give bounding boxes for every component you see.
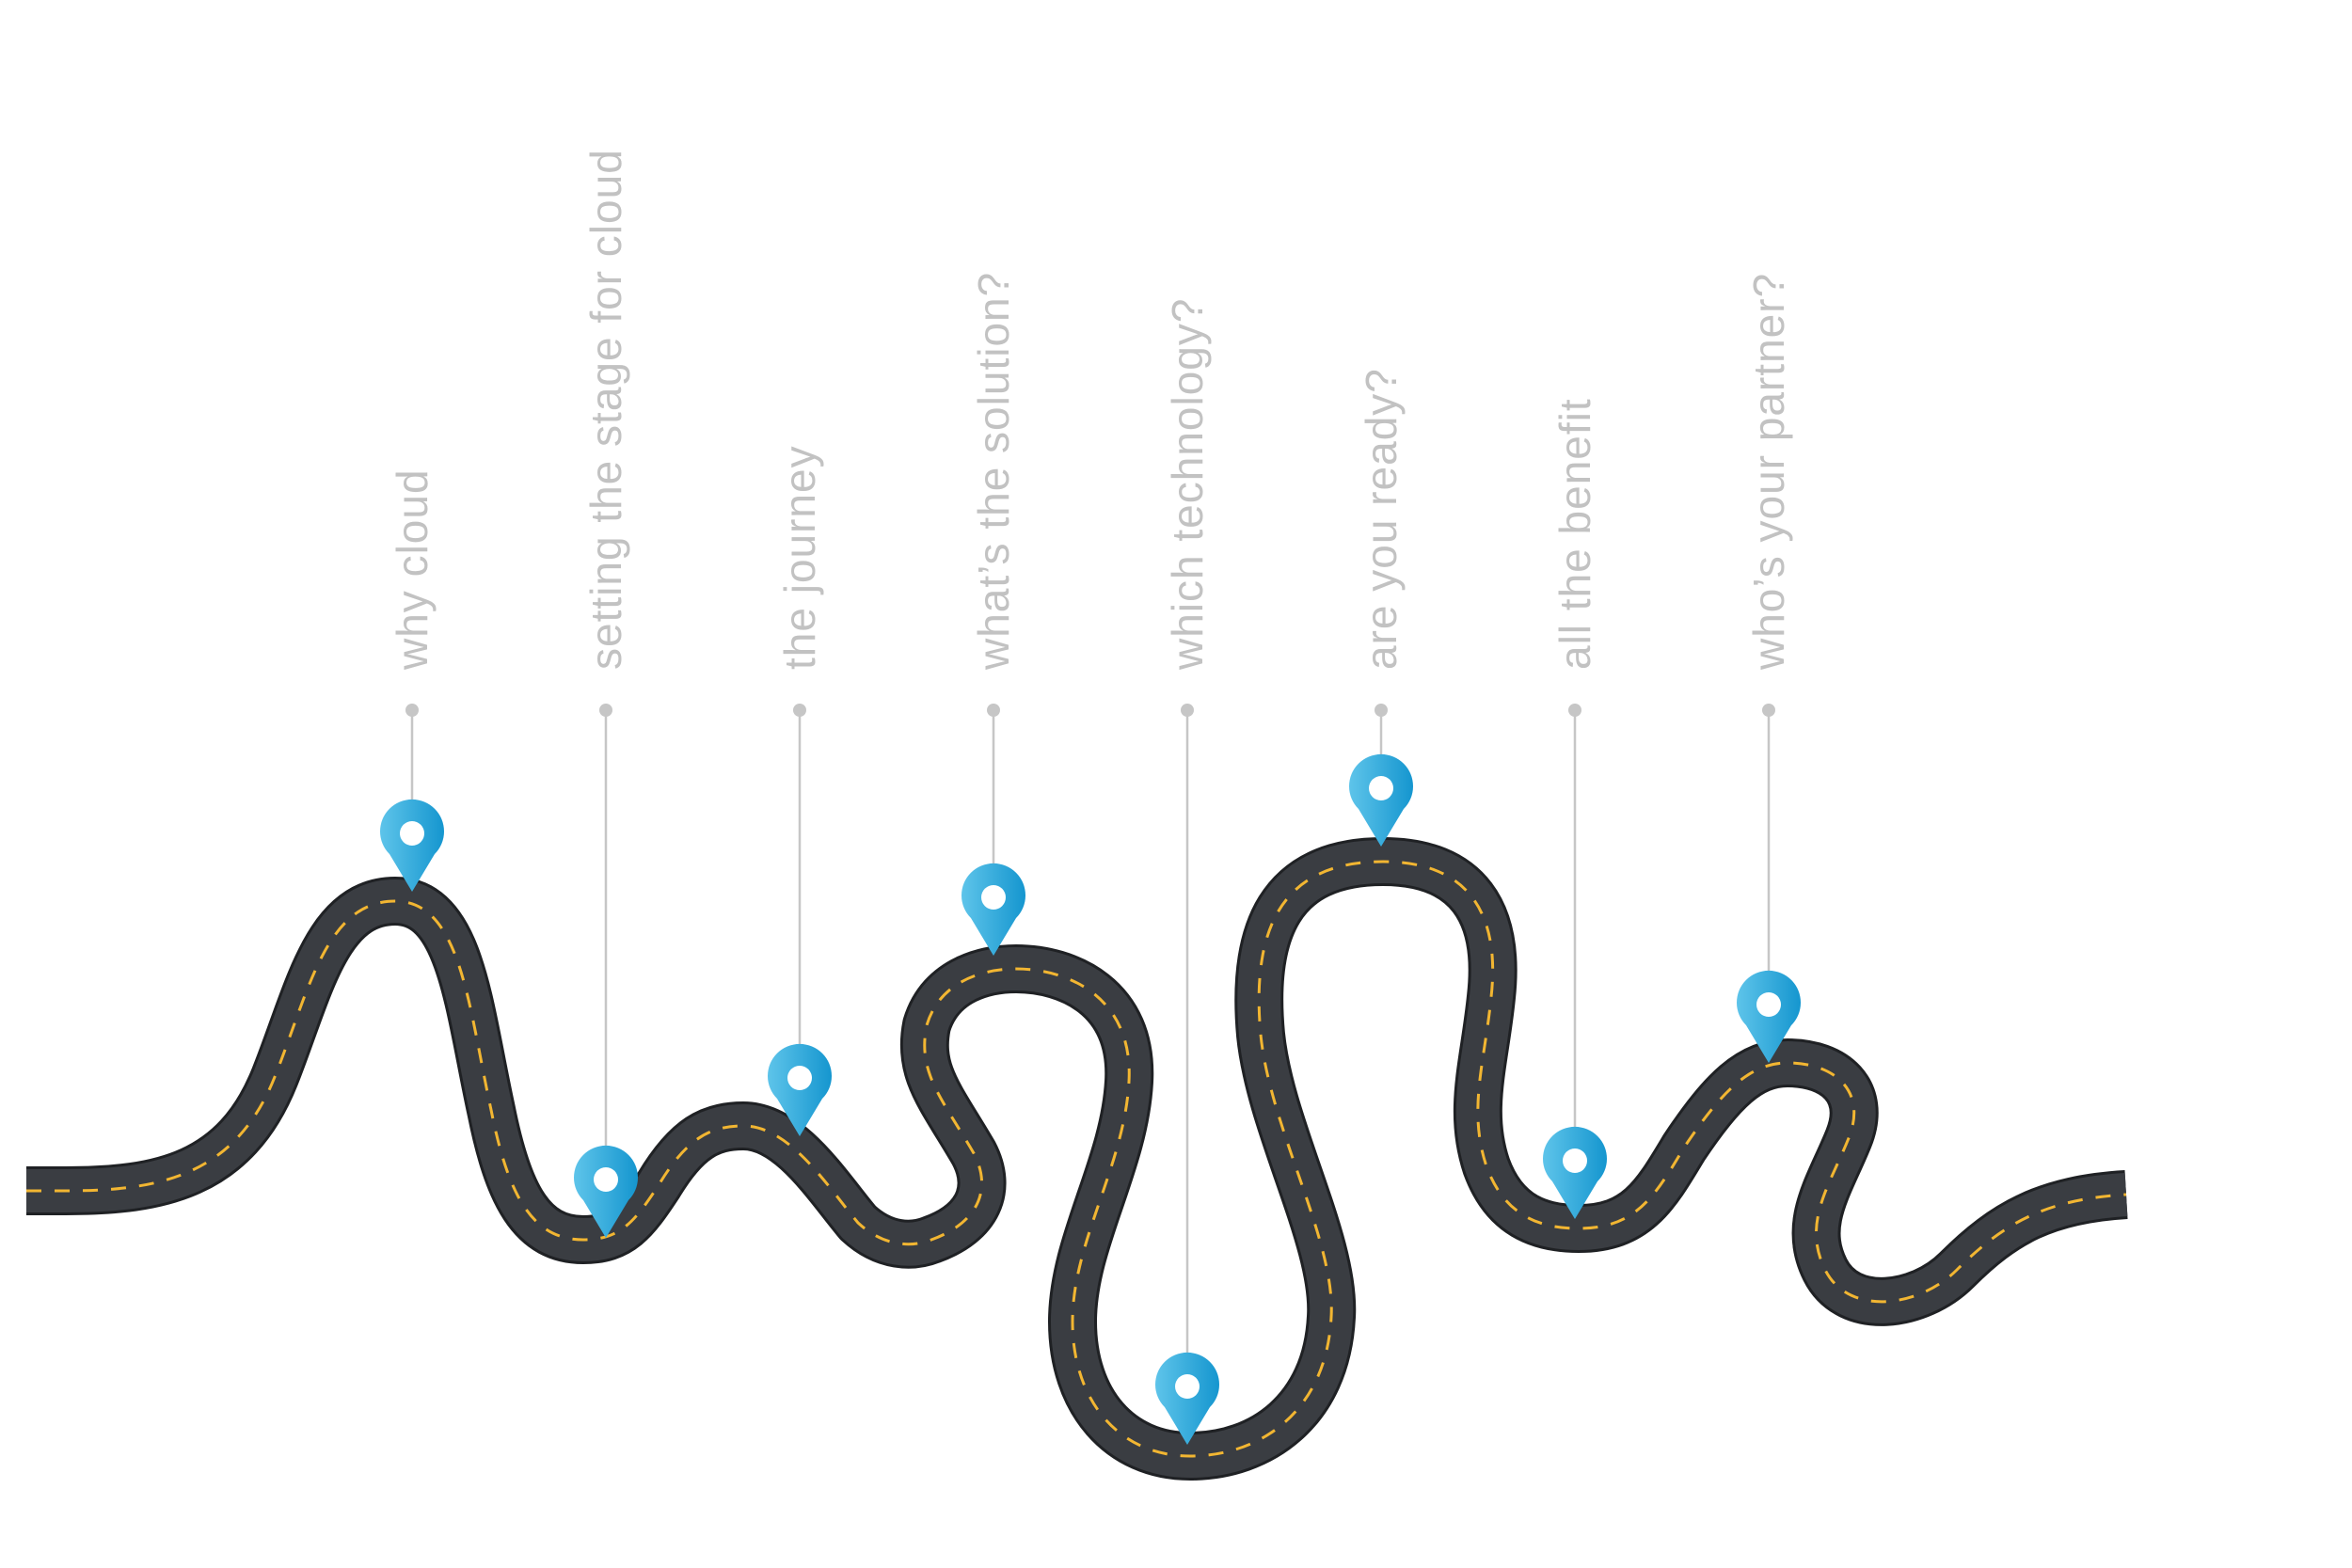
map-pin-icon: [1154, 1352, 1219, 1445]
stop-label: are you ready?: [1357, 368, 1406, 670]
roadmap-stop: all the benefit: [1542, 398, 1607, 1219]
map-pin-icon: [1542, 1126, 1607, 1219]
road-center-line: [26, 860, 2127, 1458]
map-pin-icon: [574, 1145, 638, 1238]
map-pin-hole: [1369, 776, 1393, 800]
stop-label: all the benefit: [1550, 398, 1599, 670]
roadmap-stop: are you ready?: [1348, 368, 1413, 847]
map-pin-hole: [1756, 992, 1781, 1017]
roadmap-stop: setting the stage for cloud: [574, 149, 638, 1238]
leader-dot: [793, 704, 806, 717]
stop-label: what’s the solution?: [969, 272, 1018, 671]
stop-label: why cloud: [388, 468, 437, 671]
stop-label: setting the stage for cloud: [581, 149, 630, 670]
roadmap-stop: which technology?: [1154, 298, 1219, 1445]
roadmap-stop: what’s the solution?: [961, 272, 1025, 956]
map-pin-hole: [1563, 1148, 1587, 1173]
leader-dot: [1181, 704, 1194, 717]
map-pin-icon: [1348, 753, 1413, 847]
map-pin-icon: [768, 1043, 832, 1136]
stop-label: the journey: [775, 445, 824, 670]
roadmap-stop: who’s your partner?: [1737, 273, 1801, 1063]
map-pin-hole: [594, 1167, 618, 1192]
stop-label: which technology?: [1163, 298, 1212, 671]
map-pin-hole: [1175, 1374, 1200, 1399]
roadmap-stop: why cloud: [379, 468, 444, 892]
winding-road: [26, 835, 2128, 1482]
roadmap-stop: the journey: [768, 445, 832, 1136]
leader-dot: [1568, 704, 1581, 717]
roadmap-stops: why cloud setting the stage for cloud the …: [379, 149, 1801, 1445]
leader-dot: [405, 704, 419, 717]
stop-label: who’s your partner?: [1744, 273, 1793, 671]
leader-dot: [599, 704, 612, 717]
leader-dot: [1762, 704, 1775, 717]
map-pin-icon: [1737, 970, 1801, 1063]
map-pin-icon: [961, 863, 1025, 956]
map-pin-hole: [400, 821, 424, 846]
map-pin-hole: [981, 885, 1006, 910]
map-pin-icon: [379, 799, 444, 892]
leader-dot: [987, 704, 1000, 717]
map-pin-hole: [787, 1066, 812, 1090]
leader-dot: [1375, 704, 1388, 717]
